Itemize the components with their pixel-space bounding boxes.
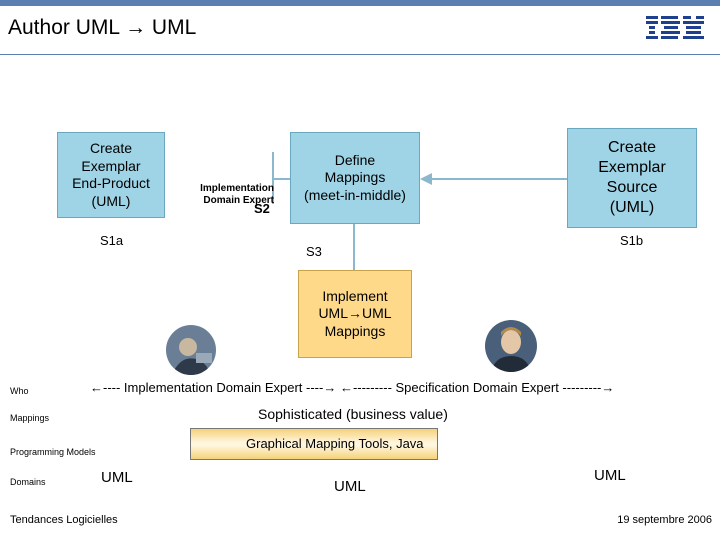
domain-left-value: UML: [101, 469, 133, 486]
box-line: (UML): [609, 199, 655, 216]
box-line: UML→UML: [318, 305, 392, 322]
box-line: Define: [334, 151, 376, 168]
domains-label: Domains: [10, 477, 46, 487]
specification-expert-photo-icon: [485, 320, 537, 372]
connector-vertical-s3: [353, 224, 355, 272]
domain-right-value: UML: [594, 467, 626, 484]
define-mappings-box: Define Mappings (meet-in-middle): [290, 132, 420, 224]
box-line: Mappings: [324, 169, 386, 186]
footer-date: 19 septembre 2006: [617, 514, 712, 526]
s1b-label: S1b: [620, 233, 644, 248]
programming-models-bar: [190, 428, 438, 460]
box-line: Mappings: [324, 322, 386, 339]
implement-mappings-box: Implement UML→UML Mappings: [298, 270, 412, 358]
box-line: End-Product: [72, 175, 150, 191]
box-line: Exemplar: [81, 157, 141, 174]
box-line: (UML): [91, 192, 131, 209]
box-line: Implement: [322, 287, 388, 304]
box-line: Create: [89, 140, 132, 156]
who-row-label: Who: [10, 386, 29, 396]
programming-models-label: Programming Models: [10, 447, 96, 457]
footer-left: Tendances Logicielles: [10, 514, 118, 526]
s3-label: S3: [306, 244, 322, 259]
slide-title: Author UML → UML: [8, 16, 197, 39]
box-line: Create: [607, 139, 656, 156]
impl-domain-expert-note: Implementation Domain Expert: [188, 183, 274, 207]
connector-horizontal: [272, 178, 290, 180]
note-line: Domain Expert: [203, 195, 274, 206]
box-line: Exemplar: [598, 159, 666, 176]
s1a-label: S1a: [100, 233, 124, 248]
note-line: Implementation: [200, 183, 274, 194]
create-exemplar-end-product-box: Create Exemplar End-Product (UML): [57, 132, 165, 218]
mappings-row-value: Sophisticated (business value): [258, 406, 448, 422]
s2-label: S2: [254, 201, 270, 216]
implementation-expert-photo-icon: [166, 325, 216, 375]
programming-models-value: Graphical Mapping Tools, Java: [246, 436, 424, 451]
top-accent-bar: [0, 0, 720, 6]
domain-middle-value: UML: [334, 478, 366, 495]
box-line: Source: [606, 179, 658, 196]
create-exemplar-source-box: Create Exemplar Source (UML): [567, 128, 697, 228]
who-row-text: ←---- Implementation Domain Expert ----→…: [90, 380, 615, 395]
arrow-left-icon: [420, 173, 568, 185]
mappings-row-label: Mappings: [10, 413, 50, 423]
header-rule: [0, 54, 720, 55]
ibm-logo: [646, 16, 704, 39]
box-line: (meet-in-middle): [304, 186, 406, 203]
